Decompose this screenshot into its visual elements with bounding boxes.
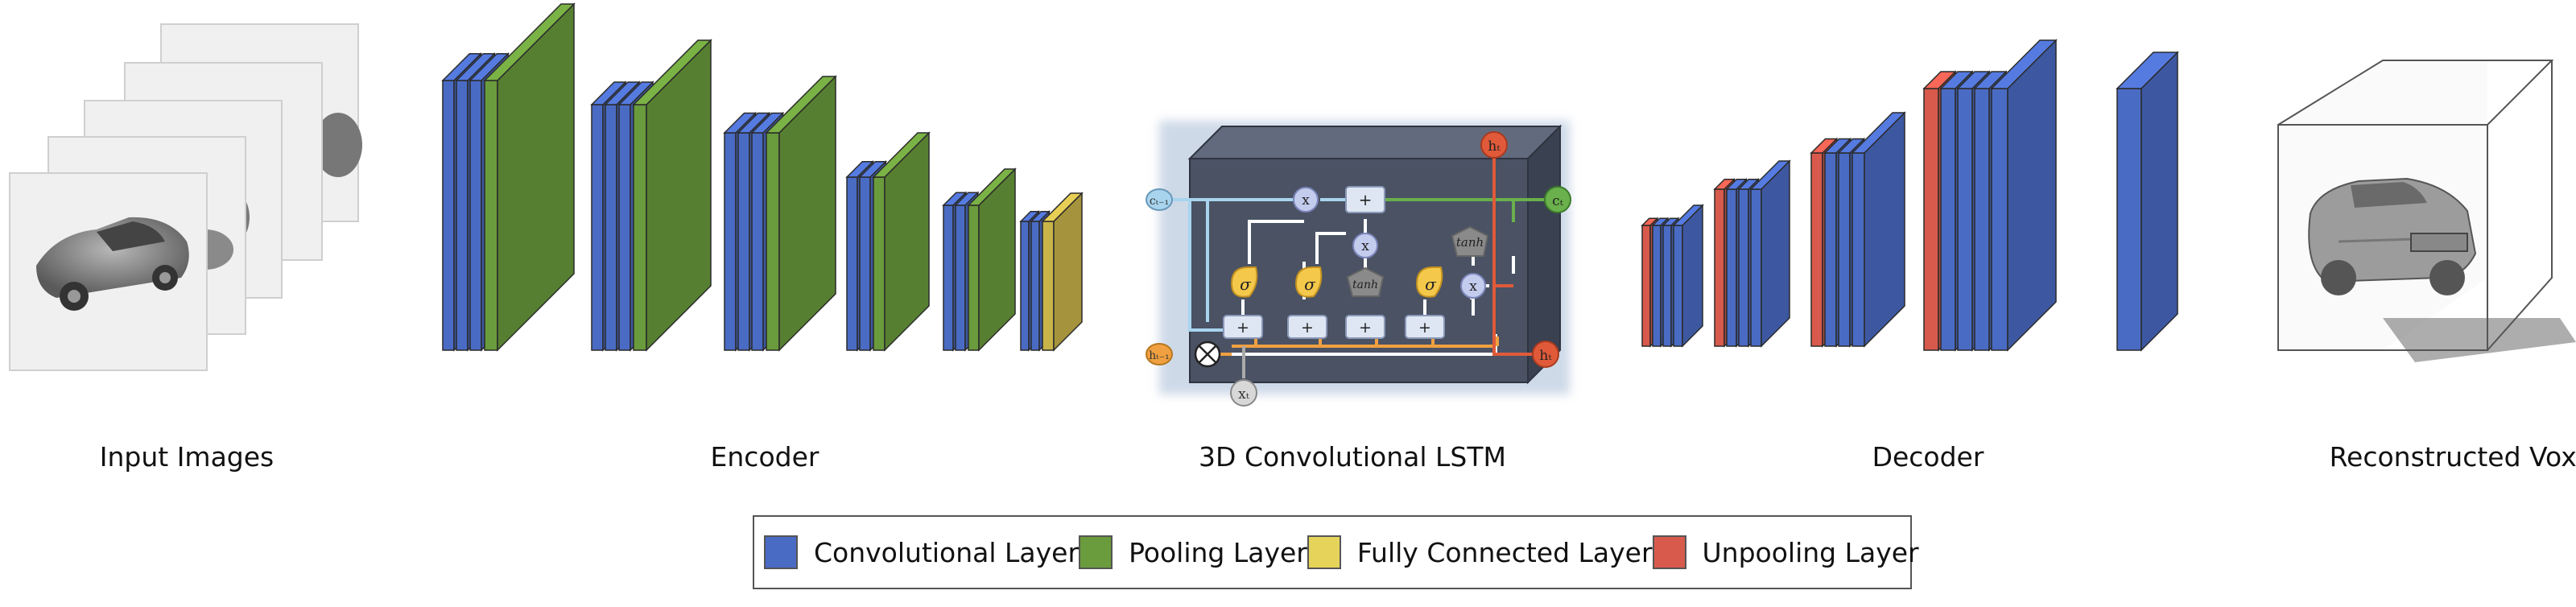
voxel-car bbox=[2308, 177, 2477, 295]
svg-text:cₜ: cₜ bbox=[1552, 193, 1564, 209]
decoder-layer-1-4-conv bbox=[1672, 204, 1704, 348]
legend-label-conv: Convolutional Layer bbox=[814, 536, 1080, 568]
input-images-stack bbox=[9, 23, 362, 371]
svg-text:x: x bbox=[1361, 238, 1369, 254]
label-input-images: Input Images bbox=[99, 441, 275, 473]
encoder-layer-1-4-pool bbox=[483, 2, 576, 352]
encoder-layer-5-3-pool bbox=[967, 167, 1017, 352]
encoder-layer-2-4-pool bbox=[632, 39, 712, 352]
plus-box-input: + bbox=[1287, 315, 1327, 339]
svg-text:σ: σ bbox=[1240, 275, 1252, 294]
decoder-layer-3-4-conv bbox=[1851, 111, 1906, 348]
svg-text:+: + bbox=[1236, 319, 1249, 337]
voxel-cube bbox=[2277, 60, 2576, 362]
svg-text:hₜ₋₁: hₜ₋₁ bbox=[1149, 349, 1169, 362]
plus-box-forget: + bbox=[1223, 315, 1263, 339]
label-reconstructed-voxels: Reconstructed Voxels bbox=[2329, 441, 2576, 473]
lstm-cube: cₜ₋₁ hₜ₋₁ xₜ cₜ hₜ hₜ x bbox=[1146, 121, 1571, 407]
legend-swatch-conv bbox=[764, 535, 798, 569]
plus-box-cell: + bbox=[1345, 186, 1385, 213]
node-h-out: hₜ bbox=[1532, 341, 1559, 368]
label-encoder: Encoder bbox=[710, 441, 819, 473]
sigma-gate-output: σ bbox=[1415, 266, 1443, 298]
legend-item-conv: Convolutional Layer bbox=[764, 535, 1079, 569]
node-c-out: cₜ bbox=[1544, 186, 1571, 213]
legend-swatch-fc bbox=[1307, 535, 1341, 569]
encoder-layers bbox=[441, 2, 1084, 352]
decoder-layers bbox=[1641, 39, 2179, 352]
legend-item-fc: Fully Connected Layer bbox=[1307, 535, 1653, 569]
plus-box-candidate: + bbox=[1345, 315, 1385, 339]
tanh-cell-node: tanh bbox=[1451, 225, 1489, 257]
node-x-input: xₜ bbox=[1230, 379, 1257, 407]
svg-text:tanh: tanh bbox=[1352, 279, 1378, 291]
decoder-layer-5-1-conv bbox=[2116, 51, 2179, 352]
encoder-layer-3-4-pool bbox=[765, 75, 837, 352]
decoder-layer-4-5-conv bbox=[1990, 39, 2058, 352]
svg-text:σ: σ bbox=[1304, 275, 1316, 294]
svg-text:cₜ₋₁: cₜ₋₁ bbox=[1150, 195, 1169, 208]
tanh-input-node: tanh bbox=[1346, 266, 1385, 297]
sigma-gate-input: σ bbox=[1294, 266, 1323, 298]
node-h-prev: hₜ₋₁ bbox=[1146, 343, 1173, 365]
node-c-prev: cₜ₋₁ bbox=[1146, 188, 1173, 211]
svg-text:+: + bbox=[1301, 319, 1314, 337]
legend-swatch-pool bbox=[1079, 535, 1113, 569]
svg-text:+: + bbox=[1359, 319, 1372, 337]
svg-text:+: + bbox=[1418, 319, 1431, 337]
legend-swatch-unpool bbox=[1652, 535, 1686, 569]
encoder-layer-6-3-fc bbox=[1041, 192, 1084, 352]
multiply-node-forget: x bbox=[1293, 187, 1319, 213]
svg-text:xₜ: xₜ bbox=[1238, 386, 1250, 403]
encoder-layer-4-3-pool bbox=[872, 131, 931, 352]
legend-item-unpool: Unpooling Layer bbox=[1652, 535, 1919, 569]
svg-text:x: x bbox=[1302, 192, 1310, 209]
lstm-connections bbox=[1169, 150, 1546, 378]
decoder-layer-2-4-conv bbox=[1749, 159, 1791, 348]
legend-item-pool: Pooling Layer bbox=[1079, 535, 1307, 569]
svg-text:σ: σ bbox=[1425, 275, 1437, 294]
svg-text:hₜ: hₜ bbox=[1539, 348, 1552, 364]
voxel-shadow bbox=[2383, 318, 2576, 362]
label-decoder: Decoder bbox=[1872, 441, 1984, 473]
multiply-node-output: x bbox=[1460, 273, 1486, 299]
legend: Convolutional Layer Pooling Layer Fully … bbox=[753, 515, 1919, 589]
concat-operator-icon bbox=[1194, 341, 1221, 368]
car-image bbox=[36, 217, 189, 311]
svg-text:hₜ: hₜ bbox=[1488, 138, 1501, 155]
sigma-gate-forget: σ bbox=[1230, 266, 1258, 298]
input-image-card-1 bbox=[9, 172, 208, 371]
label-lstm: 3D Convolutional LSTM bbox=[1199, 441, 1506, 473]
svg-text:x: x bbox=[1469, 279, 1477, 295]
svg-text:tanh: tanh bbox=[1456, 235, 1484, 250]
legend-label-fc: Fully Connected Layer bbox=[1356, 536, 1653, 568]
legend-label-unpool: Unpooling Layer bbox=[1702, 536, 1919, 568]
svg-text:+: + bbox=[1359, 190, 1373, 209]
plus-box-output: + bbox=[1405, 315, 1445, 339]
multiply-node-input: x bbox=[1352, 233, 1378, 258]
legend-label-pool: Pooling Layer bbox=[1129, 536, 1307, 568]
node-h-top: hₜ bbox=[1480, 131, 1508, 159]
